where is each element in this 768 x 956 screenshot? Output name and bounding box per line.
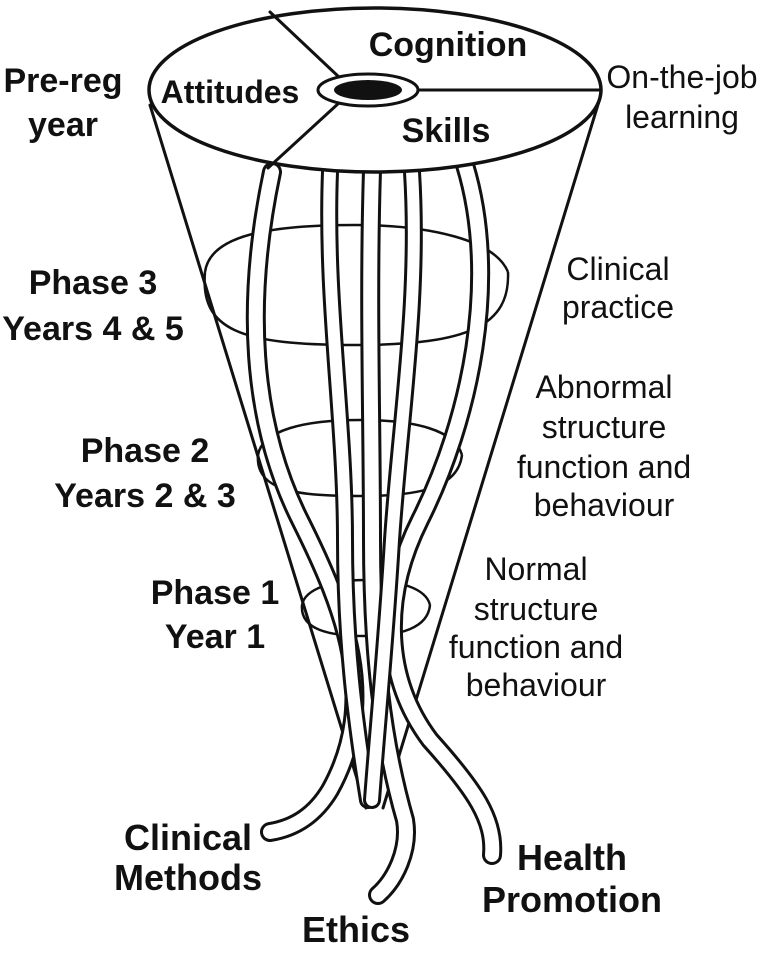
stage-label-clinical-practice-line2: practice — [562, 289, 674, 325]
top-disc — [147, 6, 603, 174]
strand-label-health-promotion-line1: Health — [517, 837, 627, 878]
stage-label-abnormal-line2: structure — [542, 409, 666, 445]
stage-label-pre-reg-line1: Pre-reg — [3, 62, 122, 100]
strand-ethics — [360, 160, 416, 905]
stage-label-phase-1-line2: Year 1 — [165, 618, 265, 656]
strand-inner-b — [363, 163, 423, 809]
stage-label-normal-line1: Normal — [484, 551, 587, 587]
stage-label-phase-1-line1: Phase 1 — [151, 574, 280, 612]
sector-label-cognition: Cognition — [369, 26, 528, 64]
stage-label-normal-line3: function and — [449, 629, 623, 665]
stage-label-abnormal-line1: Abnormal — [536, 369, 673, 405]
stage-label-on-the-job-line1: On-the-job — [606, 59, 757, 95]
stage-label-normal-line4: behaviour — [466, 667, 607, 703]
stage-label-abnormal-line3: function and — [517, 449, 691, 485]
stage-label-on-the-job-line2: learning — [625, 99, 739, 135]
strand-inner-a — [320, 163, 377, 809]
strand-label-clinical-methods-line1: Clinical — [124, 817, 252, 858]
sector-label-attitudes: Attitudes — [161, 74, 300, 110]
left-stage-labels: Pre-reg year Phase 3 Years 4 & 5 Phase 2… — [2, 62, 279, 656]
stage-label-clinical-practice-line1: Clinical — [566, 251, 669, 287]
curriculum-strands — [245, 155, 503, 905]
strand-label-ethics: Ethics — [302, 909, 410, 950]
disc-hub — [334, 80, 402, 100]
strand-labels: Clinical Methods Ethics Health Promotion — [114, 817, 662, 950]
strand-label-clinical-methods-line2: Methods — [114, 857, 262, 898]
stage-label-phase-3-line1: Phase 3 — [29, 264, 158, 302]
stage-label-pre-reg-line2: year — [28, 106, 98, 144]
stage-label-normal-line2: structure — [474, 591, 598, 627]
stage-label-phase-3-line2: Years 4 & 5 — [2, 310, 183, 348]
right-stage-labels: On-the-job learning Clinical practice Ab… — [449, 59, 758, 703]
stage-label-phase-2-line1: Phase 2 — [81, 432, 210, 470]
sector-label-skills: Skills — [402, 112, 491, 150]
stage-label-phase-2-line2: Years 2 & 3 — [54, 477, 235, 515]
stage-label-abnormal-line4: behaviour — [534, 487, 675, 523]
strand-label-health-promotion-line2: Promotion — [482, 879, 662, 920]
strand-clinical-methods — [245, 162, 365, 842]
